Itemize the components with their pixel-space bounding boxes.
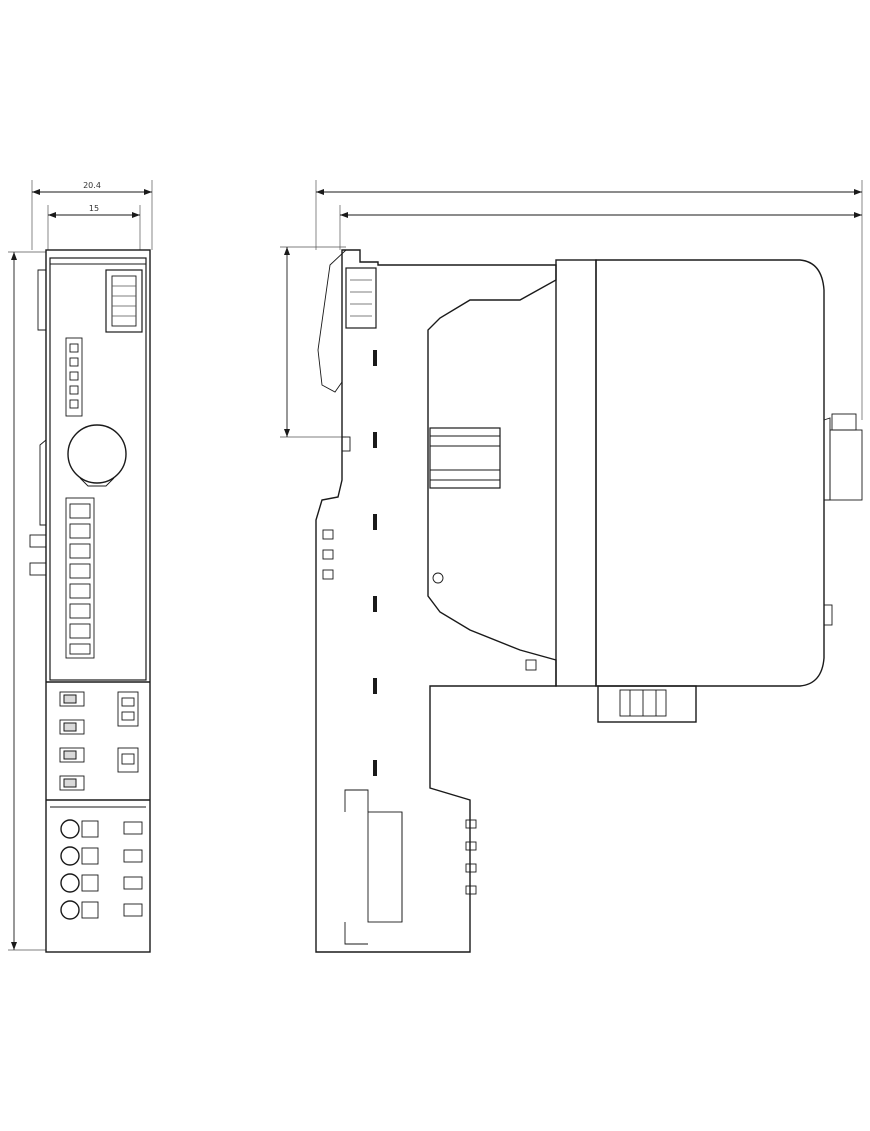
side-bottom-connector: [597, 685, 697, 723]
side-bottom-terminal: [344, 789, 477, 945]
front-clip-top: [37, 269, 46, 331]
front-inner-width-dimension: 15: [47, 204, 141, 250]
front-inner-width-text: 15: [89, 204, 99, 213]
front-channel-block: [65, 497, 95, 659]
front-view: 20.4 15: [8, 180, 153, 953]
side-dash-marks: [373, 350, 377, 776]
front-led-strip: [65, 337, 83, 417]
side-housing-body: [595, 259, 825, 687]
side-small-square: [525, 659, 537, 671]
front-terminal-rows: [60, 819, 143, 920]
front-rotary-switch: [67, 424, 127, 487]
front-led-rows: [59, 691, 139, 791]
side-led-squares: [322, 529, 334, 580]
side-total-width-dimension: [315, 180, 863, 420]
side-right-latches: [823, 413, 863, 626]
side-small-height-dimension: [280, 246, 346, 438]
front-top-connector: [105, 269, 143, 333]
front-side-latch-1: [29, 534, 47, 548]
side-housing-front: [555, 259, 597, 687]
side-base-outline: [315, 249, 557, 953]
front-height-dimension: [8, 251, 46, 951]
front-width-dimension: 20.4: [31, 180, 153, 250]
front-side-latch-2: [29, 562, 47, 576]
side-view: [280, 180, 863, 953]
front-module-outline: [45, 249, 151, 953]
front-clip-mid: [39, 439, 47, 526]
side-din-rail: [429, 427, 501, 584]
side-top-hook: [317, 249, 377, 452]
side-inner-width-dimension: [339, 205, 862, 250]
front-outer-width-text: 20.4: [83, 181, 101, 190]
